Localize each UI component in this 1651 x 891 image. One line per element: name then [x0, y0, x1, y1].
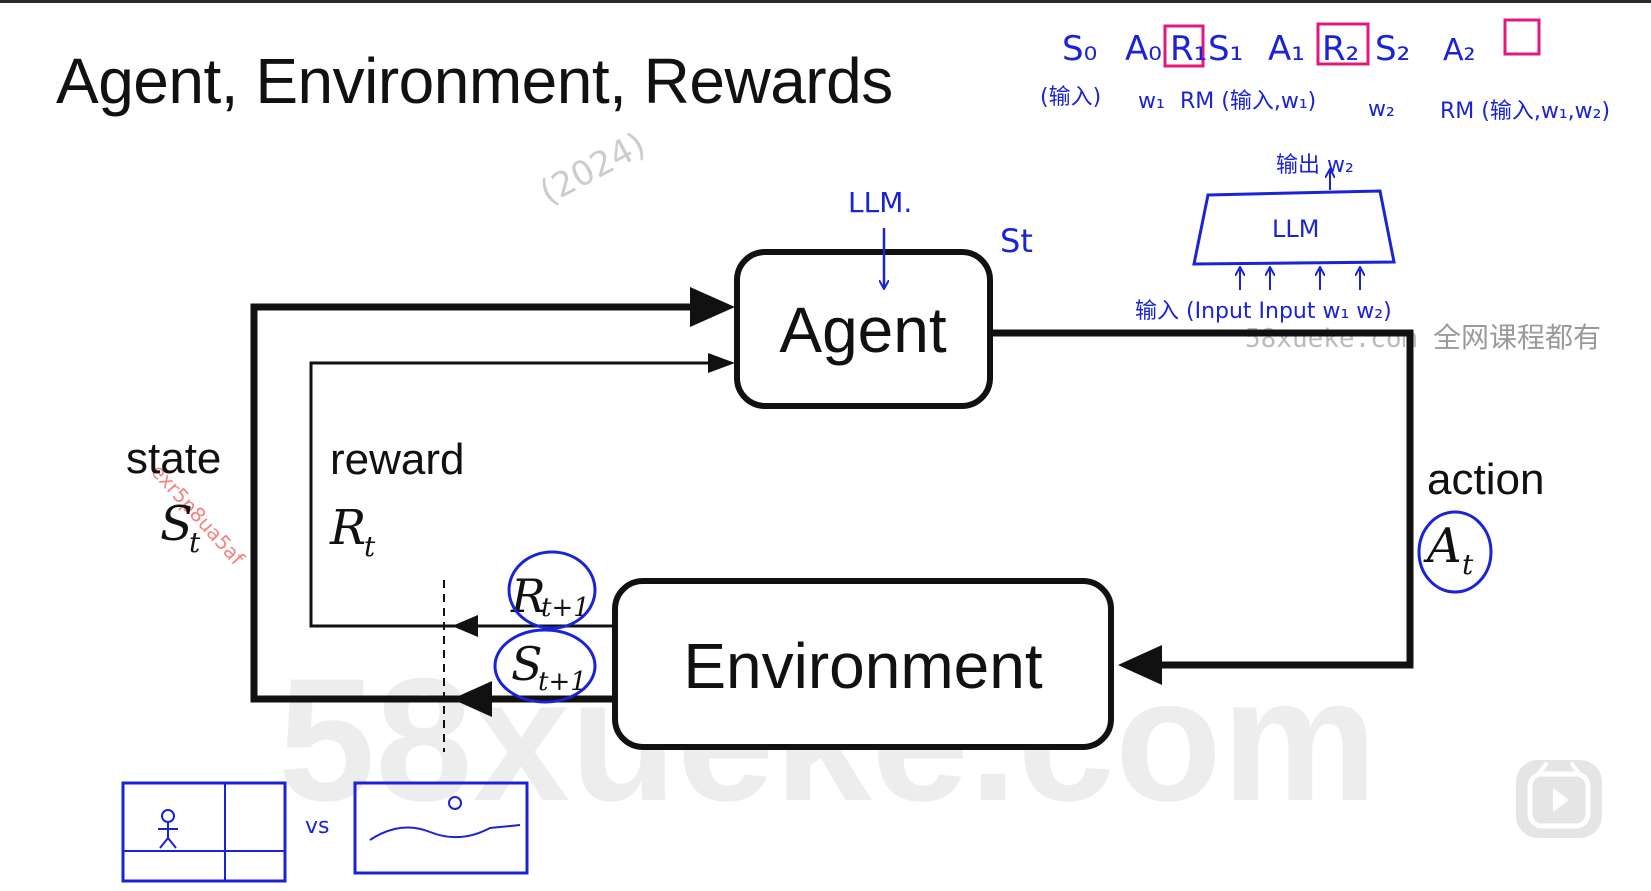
reward-subscript: t [364, 530, 376, 563]
seq-s0: S₀ [1062, 29, 1097, 69]
reward-label: reward [330, 435, 465, 484]
video-play-button[interactable] [1516, 760, 1602, 838]
seq-a2: A₂ [1443, 33, 1476, 68]
seq-row2-e: RM (输入,w₁,w₂) [1440, 99, 1610, 124]
seq-r1: R₁ [1170, 29, 1207, 69]
seq-a1: A₁ [1268, 29, 1305, 69]
weights-top-annotation: 输出 w₂ [1276, 153, 1354, 178]
s-t-annotation: St [1000, 222, 1033, 260]
play-icon [1516, 760, 1602, 838]
seq-row2-c: RM (输入,w₁) [1180, 89, 1316, 114]
sketch-left [123, 783, 285, 881]
reward-arrowhead-env [452, 615, 478, 637]
seq-row2-d: w₂ [1368, 97, 1395, 122]
vs-annotation: vs [305, 814, 329, 839]
action-subscript: t [1462, 548, 1474, 581]
seq-row2-a: (输入) [1040, 85, 1101, 110]
state-subscript: t [189, 526, 201, 559]
top-sequence: S₀ A₀ R₁ S₁ A₁ R₂ S₂ A₂ (输入) w₁ RM (输入,w… [1040, 20, 1610, 124]
reward-arrowhead-agent [708, 353, 735, 373]
watermark-site-small: 58xueke.com [1245, 324, 1417, 354]
llm-box-label: LLM [1272, 215, 1319, 243]
llm-agent-annotation: LLM. [848, 186, 912, 219]
watermark-year: (2024) [533, 125, 652, 213]
sketch-left-frame [123, 783, 285, 881]
reward-symbol: R [329, 500, 366, 556]
watermark-chinese: 全网课程都有 [1433, 321, 1601, 354]
seq-s1: S₁ [1208, 29, 1243, 69]
seq-row2-b: w₁ [1138, 89, 1165, 114]
state-label: state [126, 434, 221, 483]
environment-label: Environment [683, 630, 1043, 702]
seq-a0: A₀ [1125, 29, 1162, 69]
state-symbol: S [160, 496, 193, 552]
seq-empty-box [1505, 20, 1539, 54]
agent-label: Agent [779, 294, 946, 366]
stick-figure-body [158, 822, 178, 848]
input-under-annotation: 输入 (Input Input w₁ w₂) [1135, 299, 1392, 324]
action-label: action [1427, 455, 1544, 504]
seq-s2: S₂ [1375, 29, 1410, 69]
seq-r2: R₂ [1322, 29, 1359, 69]
stick-figure-head [162, 810, 174, 822]
state-arrowhead-agent [690, 287, 735, 327]
